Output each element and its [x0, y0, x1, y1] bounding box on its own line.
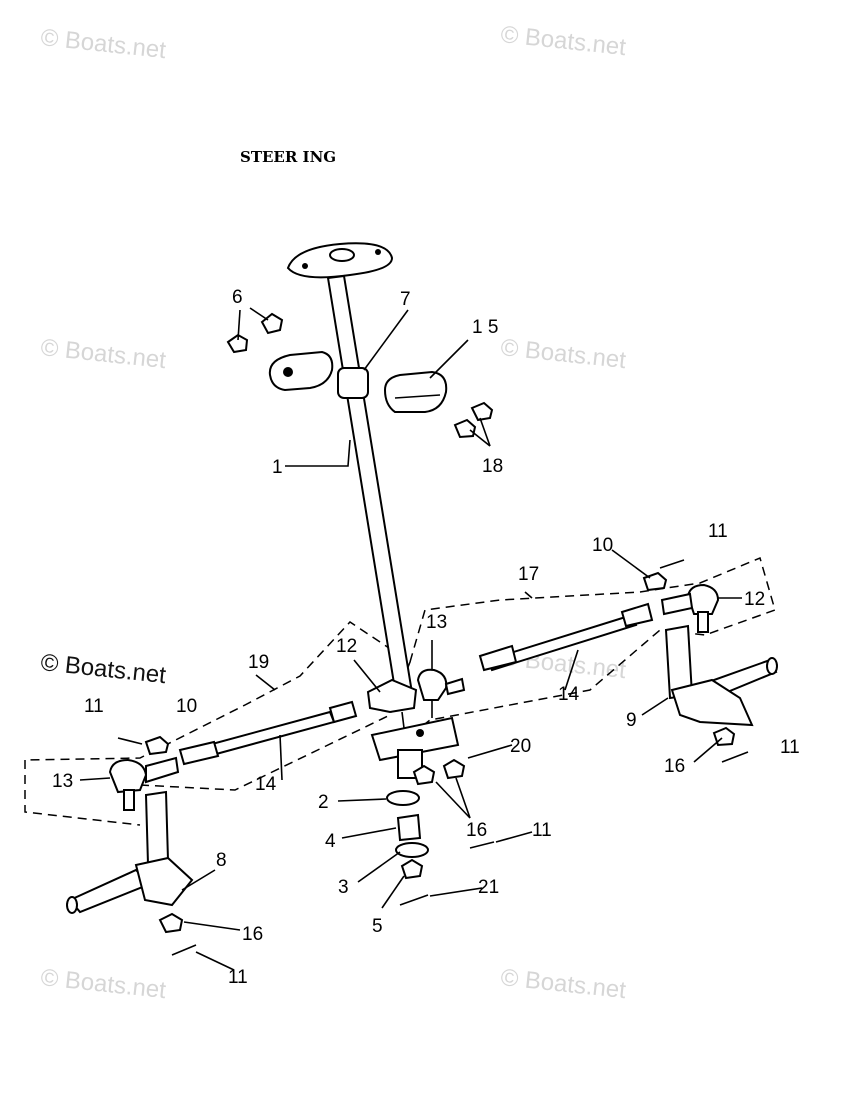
callout-14: 14: [558, 684, 580, 705]
diagram-title: STEER ING: [240, 148, 336, 166]
group-outline-19: [24, 621, 411, 826]
watermark: © Boats.net: [499, 334, 627, 374]
callout-20: 20: [510, 736, 531, 757]
watermark: © Boats.net: [39, 964, 167, 1004]
callout-11: 11: [708, 521, 728, 542]
callout-3: 3: [338, 877, 349, 898]
cotter-pin: [117, 559, 749, 956]
tie-rod-end-left: [108, 756, 180, 811]
callout-17: 17: [518, 564, 539, 585]
watermark: © Boats.net: [39, 24, 167, 64]
callout-9: 9: [626, 710, 637, 731]
callout-12: 12: [744, 589, 765, 610]
watermark: © Boats.net: [499, 21, 627, 61]
tie-rod-end-center: [366, 668, 466, 729]
callout-18: 18: [482, 456, 503, 477]
callout-2: 2: [318, 792, 329, 813]
post-bushing: [337, 367, 369, 399]
tie-rod-end-right: [660, 583, 720, 633]
callout-13: 13: [426, 612, 447, 633]
watermark: © Boats.net: [39, 334, 167, 374]
callout-6: 6: [232, 287, 243, 308]
group-outline-17: [404, 556, 776, 741]
callout-16: 16: [664, 756, 685, 777]
callout-19: 19: [248, 652, 269, 673]
callout-16: 16: [242, 924, 263, 945]
watermark-dark: © Boats.net: [39, 649, 167, 689]
callout-10: 10: [592, 535, 613, 556]
callout-21: 21: [478, 877, 499, 898]
callout-10: 10: [176, 696, 197, 717]
callout-11: 11: [780, 737, 800, 758]
callout-11: 11: [532, 820, 552, 841]
nut-18: [453, 401, 494, 439]
tie-rod-right: [478, 602, 654, 672]
callout-14: 14: [255, 774, 277, 795]
callout-1: 1: [272, 457, 283, 478]
callout-5: 5: [372, 916, 383, 937]
callout-labels: 1 2 3 4 5 6 7 8 9 10 10 11 11 11 11 11 1…: [52, 287, 800, 988]
bearing-washer-2: [386, 790, 420, 806]
knuckle-spindle-right: [664, 624, 778, 727]
nut-16: [158, 726, 736, 934]
callout-16: 16: [466, 820, 487, 841]
handlebar-clamp-top: [286, 242, 394, 279]
post-bushing-half: [268, 350, 334, 392]
callout-11: 11: [84, 696, 104, 717]
callout-7: 7: [400, 289, 411, 310]
watermarks: © Boats.net © Boats.net © Boats.net © Bo…: [39, 21, 627, 1004]
handlebar-clamp: [383, 370, 448, 413]
seal-3: [395, 842, 429, 858]
callout-15: 1 5: [472, 317, 498, 338]
callout-11: 11: [228, 967, 248, 988]
tie-rod-left: [178, 700, 358, 766]
nut-5: [400, 858, 424, 880]
nut-6: [226, 312, 284, 354]
leader-lines: [79, 307, 742, 971]
knuckle-spindle-left: [66, 790, 194, 914]
callout-8: 8: [216, 850, 227, 871]
callout-12: 12: [336, 636, 357, 657]
watermark: © Boats.net: [499, 964, 627, 1004]
washer-10: [144, 571, 668, 756]
callout-13: 13: [52, 771, 73, 792]
bearing-4: [396, 813, 422, 842]
callout-4: 4: [325, 831, 336, 852]
